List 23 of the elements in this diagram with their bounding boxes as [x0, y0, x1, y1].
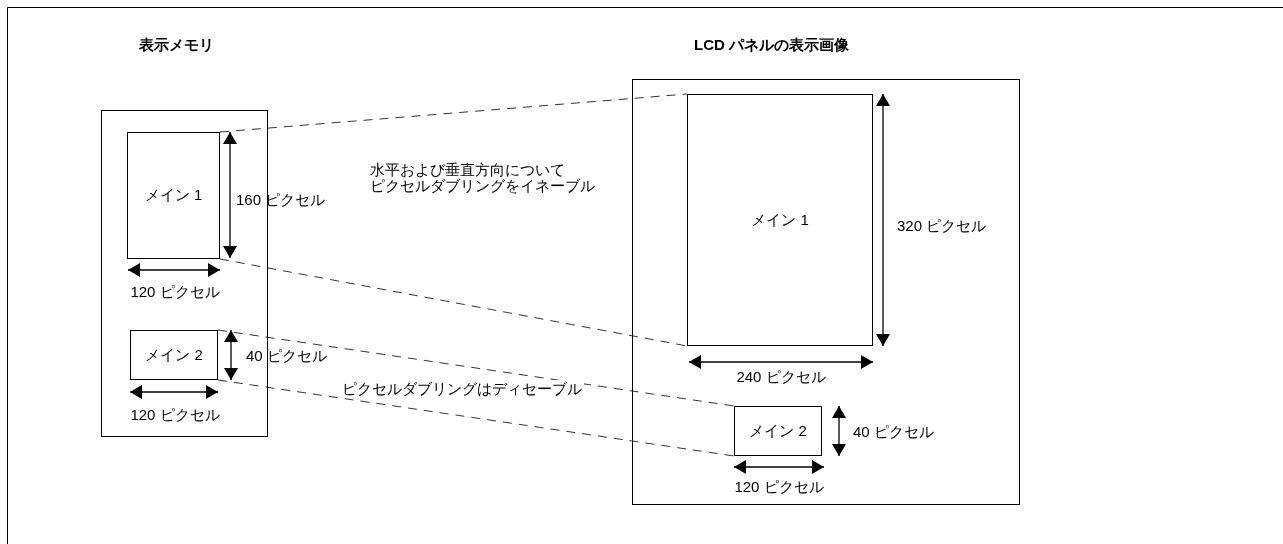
- region-label: メイン 2: [749, 421, 807, 441]
- region-label: メイン 1: [751, 210, 809, 230]
- panel-title: LCD パネルの表示画像: [694, 36, 849, 55]
- region-box: [127, 132, 220, 259]
- panel-title: 表示メモリ: [139, 36, 214, 55]
- region-box: [130, 330, 218, 380]
- dimension-label: 120 ピクセル: [130, 283, 220, 301]
- dimension-label: 120 ピクセル: [734, 478, 824, 496]
- region-box: [687, 94, 873, 346]
- dimension-label: 320 ピクセル: [897, 217, 987, 235]
- note-text: 水平および垂直方向についてピクセルダブリングをイネーブル: [370, 162, 596, 194]
- projection-line: [219, 93, 688, 133]
- dimension-label: 240 ピクセル: [736, 368, 826, 386]
- dimension-label: 40 ピクセル: [246, 347, 327, 365]
- projection-line: [219, 258, 688, 347]
- region-box: [734, 406, 822, 456]
- dimension-label: 120 ピクセル: [130, 406, 220, 424]
- dimension-label: 40 ピクセル: [853, 423, 934, 441]
- region-label: メイン 2: [145, 345, 203, 365]
- region-label: メイン 1: [144, 186, 203, 205]
- projection-line: [217, 379, 735, 457]
- projection-line: [217, 329, 735, 407]
- dimension-label: 160 ピクセル: [236, 191, 326, 209]
